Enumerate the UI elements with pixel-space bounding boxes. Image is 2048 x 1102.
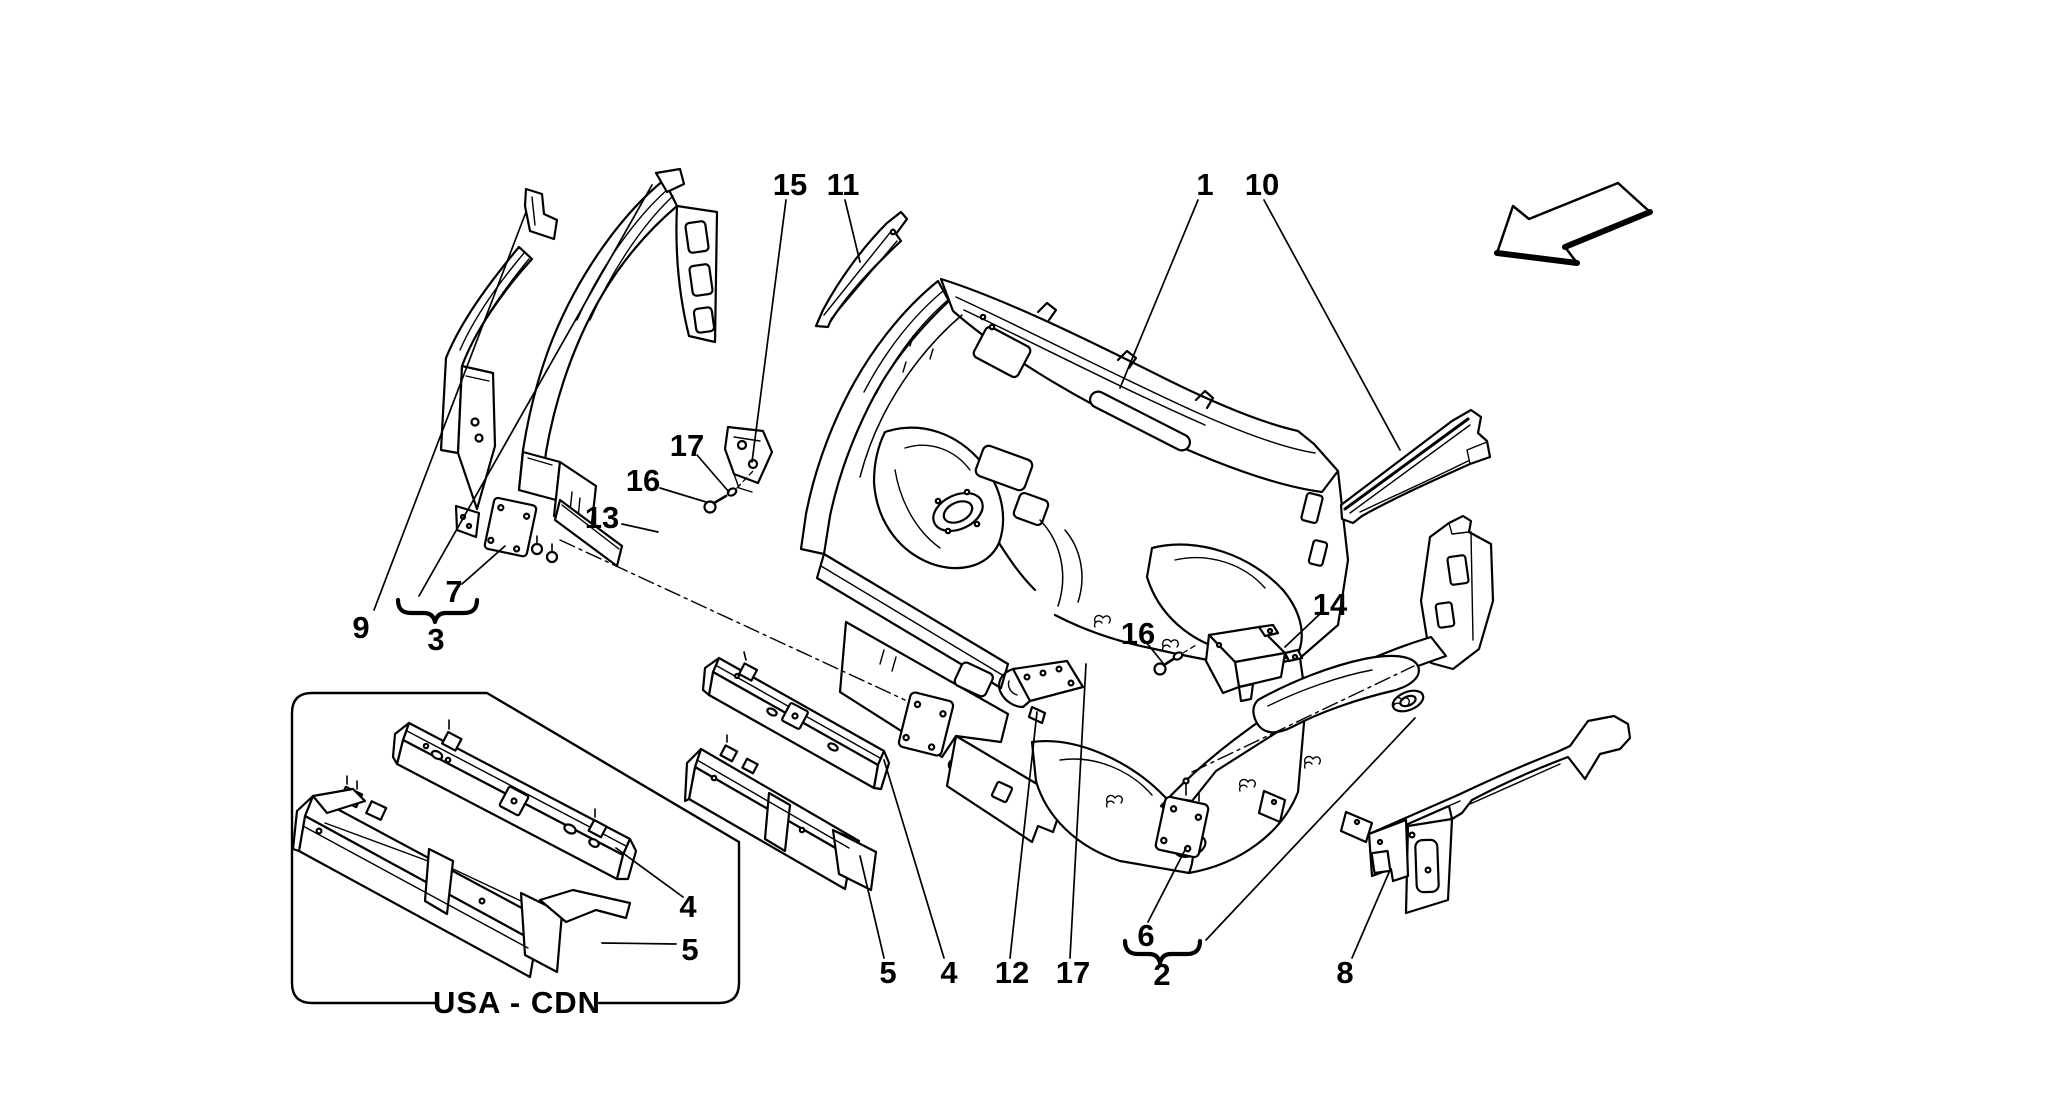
- callout-14: 14: [1313, 587, 1348, 622]
- part-1-front-frame: [559, 277, 1350, 875]
- callout-1: 1: [1196, 167, 1213, 202]
- callout-3: 3: [427, 622, 444, 657]
- part-11-trim: [814, 210, 909, 329]
- part-14-bracket: [1204, 623, 1304, 703]
- variant-box-border: [290, 691, 741, 1005]
- callout-5a: 5: [681, 932, 698, 967]
- part-3-pillar-assembly: [483, 167, 719, 568]
- part-4-rail-usa: [391, 719, 638, 881]
- part-5-crossmember-main: [683, 734, 878, 892]
- variant-label: USA - CDN: [433, 985, 601, 1020]
- leader-lines: [373, 184, 1416, 959]
- part-10-sill-strip: [1339, 408, 1492, 525]
- screw-16a: [703, 470, 754, 514]
- callout-12: 12: [995, 955, 1029, 990]
- callout-17a: 17: [670, 428, 704, 463]
- part-5-crossmember-usa: [291, 775, 632, 979]
- callout-8: 8: [1336, 955, 1353, 990]
- callout-15: 15: [773, 167, 807, 202]
- part-2-rail-assembly: [1154, 514, 1495, 859]
- part-12-bracket: [997, 659, 1085, 725]
- callout-11: 11: [827, 167, 860, 202]
- callout-2: 2: [1153, 957, 1170, 992]
- part-4-rail-main: [701, 651, 891, 791]
- direction-arrow-icon: [1494, 181, 1653, 266]
- callout-13: 13: [585, 500, 619, 535]
- brace-group-3: [395, 597, 480, 625]
- callout-16b: 16: [1121, 616, 1155, 651]
- callout-4b: 4: [940, 955, 958, 990]
- brace-group-2: [1122, 938, 1203, 966]
- callout-labels: 15 11 1 10 17 16 13 7 9 3 14 16 4 5 5 4 …: [352, 167, 1353, 1020]
- part-15-bracket: [723, 425, 774, 493]
- callout-4a: 4: [679, 889, 697, 924]
- callout-10: 10: [1245, 167, 1279, 202]
- callout-9: 9: [352, 610, 369, 645]
- callout-17b: 17: [1056, 955, 1090, 990]
- callout-6: 6: [1137, 918, 1154, 953]
- callout-5b: 5: [879, 955, 896, 990]
- callout-7: 7: [445, 574, 462, 609]
- screw-16b: [1153, 644, 1197, 676]
- callout-16a: 16: [626, 463, 660, 498]
- part-8-bracket: [1367, 714, 1632, 915]
